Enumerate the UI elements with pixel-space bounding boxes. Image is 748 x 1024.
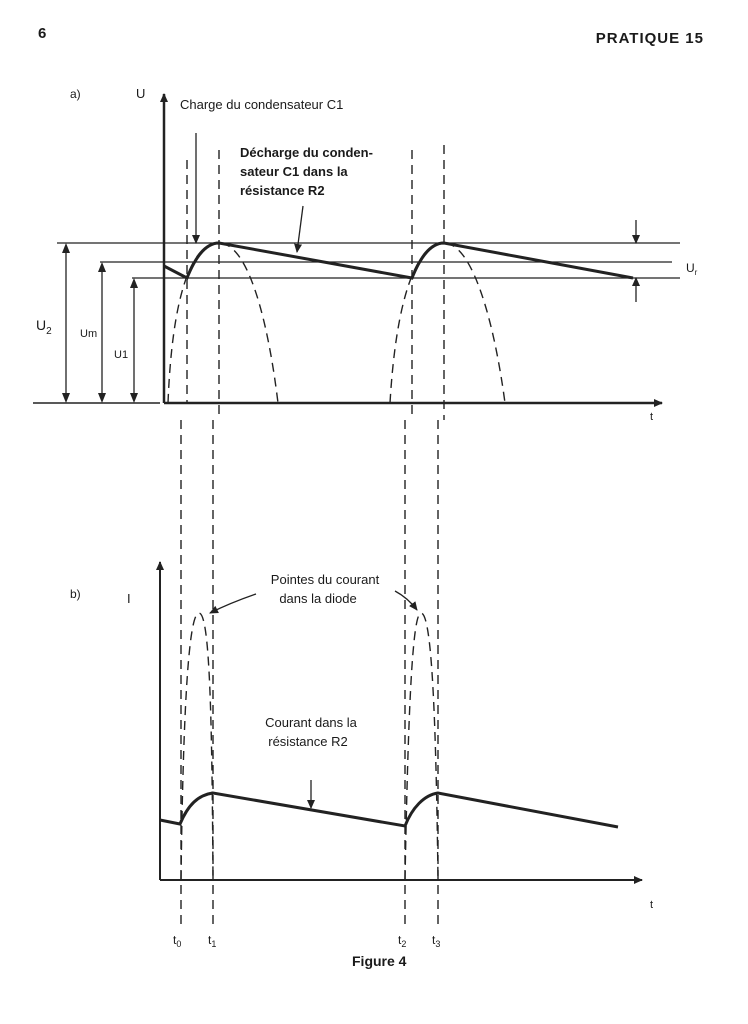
diode-label-line-2: dans la diode bbox=[279, 591, 356, 606]
discharge-label-line-3: résistance R2 bbox=[240, 183, 325, 198]
rectified-sine-2 bbox=[389, 242, 506, 404]
ur-label: Ur bbox=[686, 261, 698, 277]
diode-current-pulse-1 bbox=[180, 612, 214, 881]
panel-b-label: b) bbox=[70, 587, 81, 601]
um-label: Um bbox=[80, 328, 97, 340]
rectified-sine-1 bbox=[167, 242, 279, 404]
u1-label: U1 bbox=[114, 349, 128, 361]
panel-b: b) I t Pointes du courant dans la diode … bbox=[70, 420, 653, 925]
discharge-arrow bbox=[294, 205, 304, 253]
t-axis-a-label: t bbox=[650, 411, 653, 423]
u-axis-label: U bbox=[136, 86, 145, 101]
resistor-current-curve bbox=[159, 791, 619, 829]
t-axis-b-label: t bbox=[650, 899, 653, 911]
t3-label: t3 bbox=[432, 933, 440, 949]
capacitor-voltage-curve bbox=[163, 241, 634, 281]
t1-label: t1 bbox=[208, 933, 216, 949]
time-lines-b bbox=[180, 420, 439, 925]
diode-arrow-1 bbox=[209, 593, 257, 614]
panel-a-label: a) bbox=[70, 87, 81, 101]
time-lines-a bbox=[186, 145, 445, 420]
time-marks: t0 t1 t2 t3 bbox=[173, 933, 440, 949]
u2-label: U2 bbox=[36, 317, 52, 337]
resistor-label-line-1: Courant dans la bbox=[265, 715, 358, 730]
discharge-label-line-1: Décharge du conden- bbox=[240, 145, 373, 160]
page-header: PRATIQUE 15 bbox=[596, 30, 704, 47]
figure-caption: Figure 4 bbox=[352, 953, 407, 969]
t2-label: t2 bbox=[398, 933, 406, 949]
discharge-label-line-2: sateur C1 dans la bbox=[240, 164, 348, 179]
diode-label-line-1: Pointes du courant bbox=[271, 572, 380, 587]
panel-a: a) U t U2 Um U1 Ur bbox=[33, 86, 698, 423]
page-number: 6 bbox=[38, 25, 46, 42]
t0-label: t0 bbox=[173, 933, 181, 949]
diode-arrow-2 bbox=[394, 590, 418, 611]
diode-current-pulse-2 bbox=[404, 612, 439, 881]
resistor-label-line-2: résistance R2 bbox=[268, 734, 347, 749]
charge-label: Charge du condensateur C1 bbox=[180, 97, 343, 112]
i-axis-label: I bbox=[127, 591, 131, 606]
